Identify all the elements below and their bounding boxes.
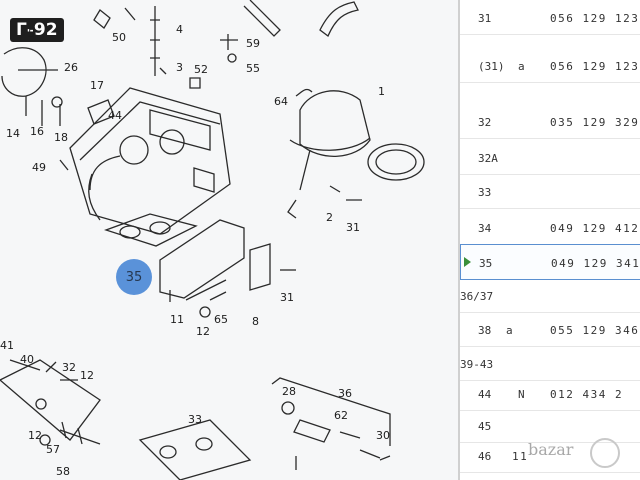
callout-label: 57 [46,443,60,456]
position-number: 34 [478,222,492,235]
position-number: 31 [478,12,492,25]
table-row[interactable]: 38 a 055 129 346 [460,312,640,347]
callout-label: 17 [90,79,104,92]
callout-label: 3 [176,61,183,74]
position-number: 36/37 [460,290,494,303]
position-number: 38 [478,324,492,337]
table-row[interactable]: 34 049 129 412 C [460,210,640,245]
callout-label: 8 [252,315,259,328]
callout-label: 1 [378,85,385,98]
callout-label: 62 [334,409,348,422]
remark-code: a [506,324,513,337]
position-number: 32 [478,116,492,129]
diagram-drawing [0,0,425,480]
position-number: 44 [478,388,492,401]
callout-label: 12 [80,369,94,382]
callout-label: 41 [0,339,14,352]
callout-label: 59 [246,37,260,50]
callout-label: 4 [176,23,183,36]
table-row[interactable]: 36/37 [460,278,640,313]
watermark-text: bazar [528,440,574,459]
table-row[interactable]: 32 035 129 329 [460,104,640,139]
part-number: 012 434 2 [550,388,624,401]
selected-callout-35[interactable]: 35 [116,259,152,295]
callout-label: 18 [54,131,68,144]
pane-divider[interactable] [458,0,460,480]
callout-label: 44 [108,109,122,122]
callout-label: 12 [196,325,210,338]
remark-code: N [518,388,525,401]
position-number: 45 [478,420,492,433]
part-number: 056 129 123 [550,12,640,25]
part-number: 049 129 412 C [550,222,640,235]
callout-label: 58 [56,465,70,478]
part-number: 11 [512,450,529,463]
position-number: 33 [478,186,492,199]
callout-label: 36 [338,387,352,400]
callout-label: 30 [376,429,390,442]
exploded-parts-diagram: Г-92 5 50 4 3 52 59 55 26 17 44 14 16 18… [0,0,425,480]
table-row-selected[interactable]: 35 049 129 341 A [460,244,640,280]
position-number: (31) [478,60,505,73]
callout-label: 26 [64,61,78,74]
callout-label: 52 [194,63,208,76]
callout-label: 16 [30,125,44,138]
table-row[interactable]: 39-43 [460,346,640,381]
callout-label: 64 [274,95,288,108]
part-number: 035 129 329 [550,116,640,129]
part-number: 055 129 346 [550,324,640,337]
callout-label: 40 [20,353,34,366]
callout-label: 5 [28,27,35,40]
callout-label: 31 [346,221,360,234]
position-number: 32A [478,152,498,165]
remark-code: a [518,60,525,73]
callout-label: 32 [62,361,76,374]
part-number: 056 129 123 [550,60,640,73]
table-row[interactable]: (31) a 056 129 123 [460,48,640,83]
table-row[interactable]: 31 056 129 123 [460,0,640,35]
callout-label: 49 [32,161,46,174]
tag-label: Г-92 [10,18,64,42]
callout-label: 65 [214,313,228,326]
watermark-logo-icon [590,438,620,468]
callout-label: 33 [188,413,202,426]
callout-label: 11 [170,313,184,326]
table-row[interactable]: 44 N 012 434 2 [460,376,640,411]
table-row[interactable]: 45 [460,408,640,443]
callout-label: 12 [28,429,42,442]
parts-table: 31 056 129 123 (31) a 056 129 123 32 035… [460,0,640,480]
position-number: 39-43 [460,358,494,371]
selected-row-arrow-icon [464,257,471,267]
position-number: 46 [478,450,492,463]
part-number: 049 129 341 A [551,257,640,270]
callout-label: 14 [6,127,20,140]
callout-label: 31 [280,291,294,304]
callout-label: 2 [326,211,333,224]
table-row[interactable]: 46 11 [460,438,640,473]
callout-label: 28 [282,385,296,398]
callout-label: 50 [112,31,126,44]
table-row[interactable]: 32A [460,140,640,175]
table-row[interactable]: 33 [460,174,640,209]
position-number: 35 [479,257,493,270]
callout-label: 55 [246,62,260,75]
